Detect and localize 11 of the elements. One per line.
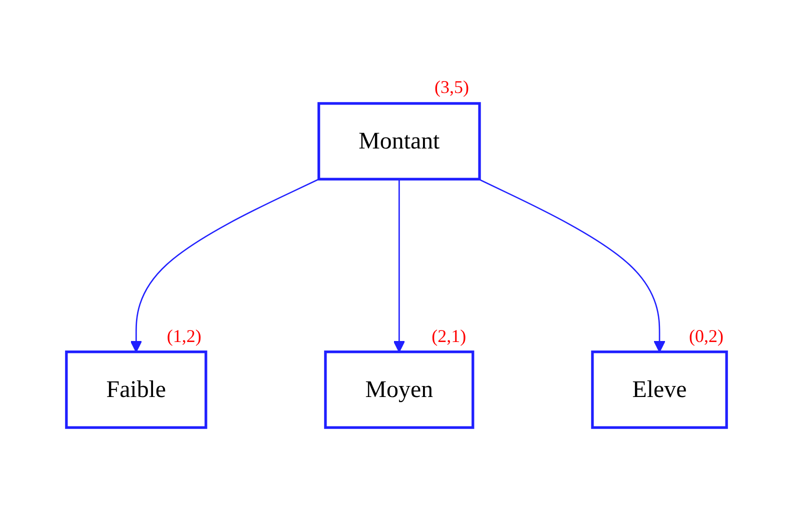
node-annotation: (3,5) <box>434 77 470 98</box>
node-annotation: (0,2) <box>689 326 724 346</box>
node-annotation: (1,2) <box>166 326 202 346</box>
node-box: Montant <box>317 102 481 180</box>
node-box: Eleve <box>591 350 728 429</box>
node-box: Faible <box>65 350 208 429</box>
node-box: Moyen <box>324 350 474 429</box>
node-annotation: (2,1) <box>432 326 466 346</box>
arrow <box>393 179 405 352</box>
arrow <box>478 178 666 352</box>
arrow <box>130 178 320 352</box>
